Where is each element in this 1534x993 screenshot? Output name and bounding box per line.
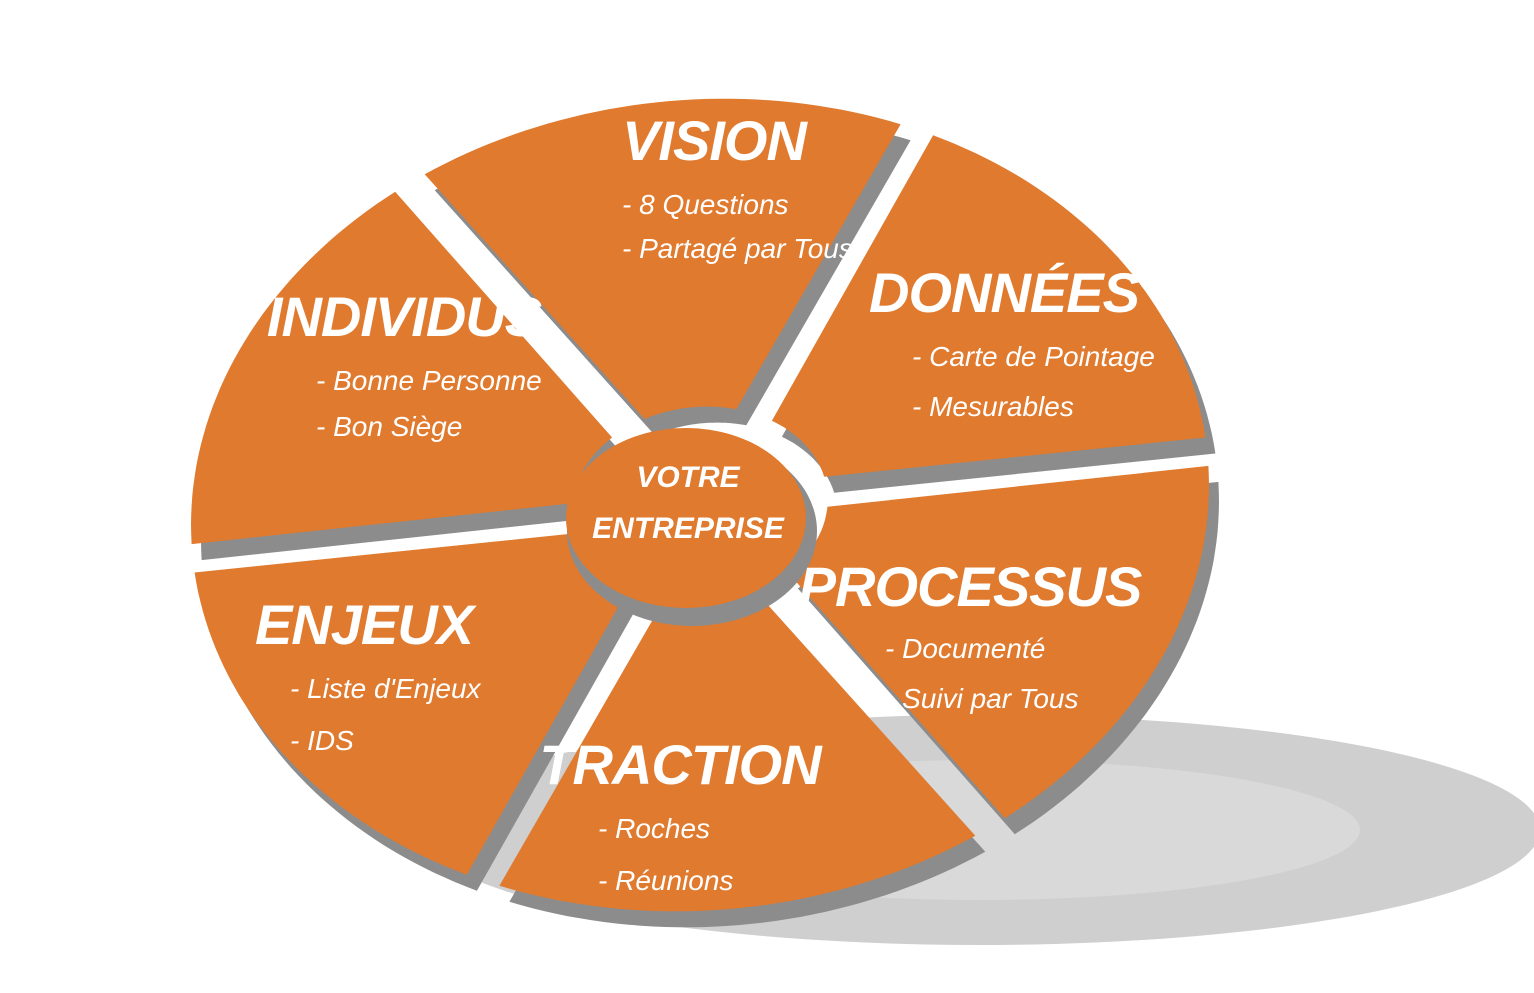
segment-face-traction	[499, 591, 976, 912]
segment-processus: PROCESSUS - Documenté - Suivi par Tous	[799, 555, 1143, 714]
segment-title-vision: VISION	[622, 109, 808, 172]
segment-title-traction: TRACTION	[539, 733, 823, 796]
hub-face	[566, 428, 806, 608]
segment-item-traction-1: - Roches	[598, 813, 710, 844]
hub: VOTRE ENTREPRISE	[566, 428, 817, 626]
segment-face-processus	[787, 465, 1209, 819]
segment-title-enjeux: ENJEUX	[255, 593, 478, 656]
segment-enjeux: ENJEUX - Liste d'Enjeux - IDS	[255, 593, 482, 756]
segment-item-donnees-1: - Carte de Pointage	[912, 341, 1155, 372]
segment-individus: INDIVIDUS - Bonne Personne - Bon Siège	[267, 285, 543, 442]
segment-item-enjeux-2: - IDS	[290, 725, 354, 756]
segment-face-individus	[191, 191, 613, 545]
segment-face-enjeux	[194, 533, 629, 875]
segment-face-vision	[424, 98, 901, 419]
segment-item-individus-1: - Bonne Personne	[316, 365, 542, 396]
segment-donnees: DONNÉES - Carte de Pointage - Mesurables	[869, 261, 1155, 422]
segment-item-enjeux-1: - Liste d'Enjeux	[290, 673, 482, 704]
segment-title-processus: PROCESSUS	[799, 555, 1142, 618]
segment-item-individus-2: - Bon Siège	[316, 411, 462, 442]
segment-traction: TRACTION - Roches - Réunions	[539, 733, 824, 896]
segment-item-vision-2: - Partagé par Tous	[622, 233, 853, 264]
segment-item-processus-2: - Suivi par Tous	[885, 683, 1079, 714]
segment-title-donnees: DONNÉES	[869, 261, 1140, 324]
segment-face-donnees	[771, 135, 1206, 477]
segments-group	[191, 98, 1219, 928]
segment-item-vision-1: - 8 Questions	[622, 189, 789, 220]
segment-title-individus: INDIVIDUS	[267, 285, 542, 348]
segment-item-donnees-2: - Mesurables	[912, 391, 1074, 422]
segment-item-traction-2: - Réunions	[598, 865, 733, 896]
hub-line-1: VOTRE	[636, 461, 740, 494]
segment-item-processus-1: - Documenté	[885, 633, 1045, 664]
hub-line-2: ENTREPRISE	[592, 512, 785, 545]
segment-vision: VISION - 8 Questions - Partagé par Tous	[622, 109, 853, 264]
